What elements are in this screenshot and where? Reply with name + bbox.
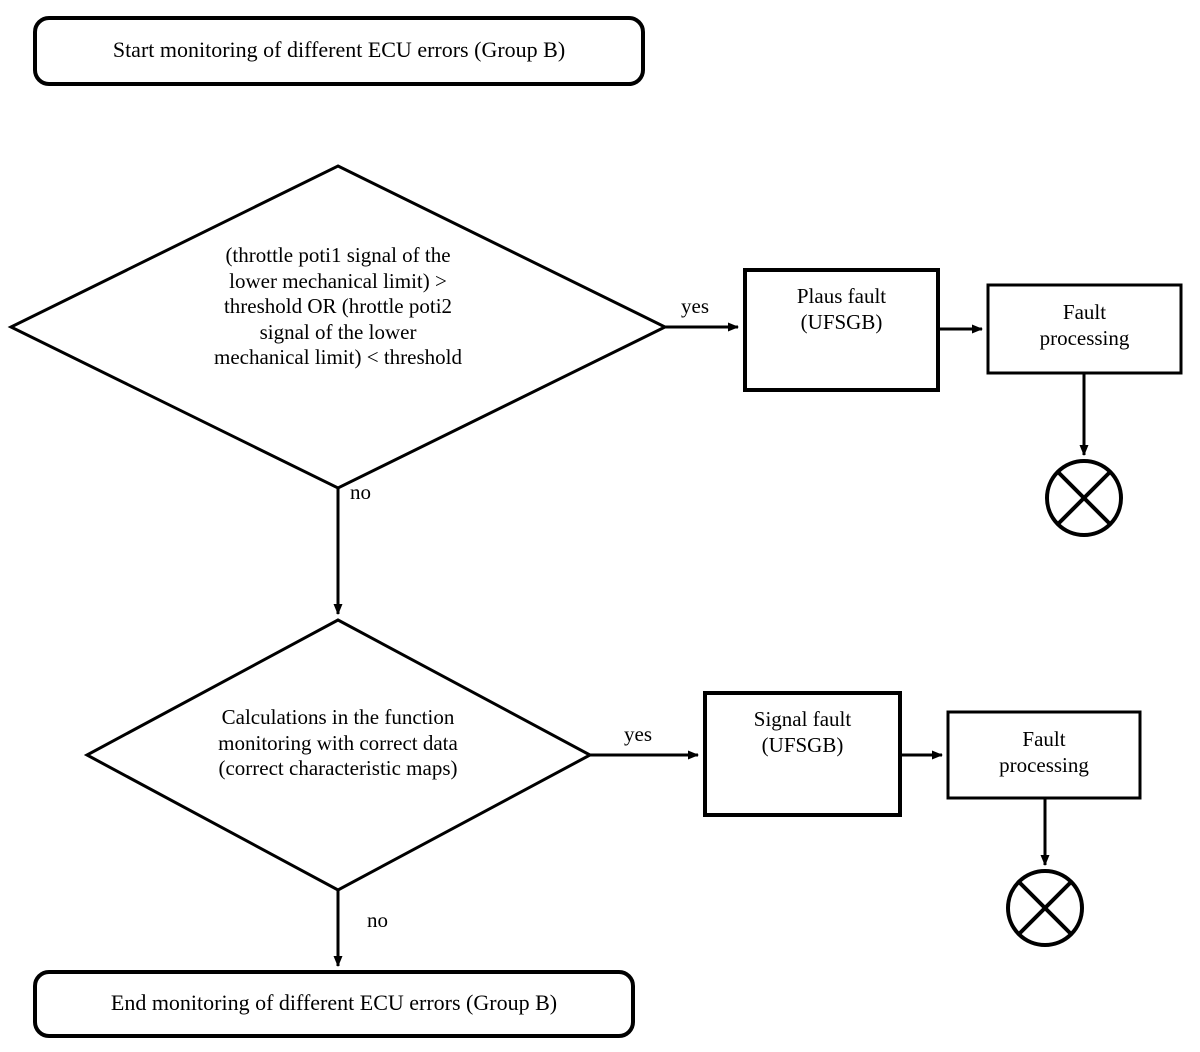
signal-fault-node-shape[interactable] — [703, 691, 902, 817]
edge-label-decision2-yes: yes — [624, 722, 652, 746]
end-node-shape[interactable] — [33, 970, 635, 1038]
exit1-cross-line-b — [1056, 470, 1112, 526]
plaus-fault-node-shape[interactable] — [743, 268, 940, 392]
start-node-shape[interactable] — [33, 16, 645, 86]
edge-label-decision1-yes: yes — [681, 294, 709, 318]
decision2-node-shape[interactable] — [83, 618, 594, 892]
edge-label-decision1-no: no — [350, 480, 371, 504]
exit2-cross-line-b — [1017, 880, 1073, 936]
fault-processing-1-node-shape[interactable] — [986, 283, 1183, 375]
decision1-node-shape[interactable] — [7, 164, 669, 490]
edge-label-decision2-no: no — [367, 908, 388, 932]
fault-processing-2-node-shape[interactable] — [946, 710, 1142, 800]
